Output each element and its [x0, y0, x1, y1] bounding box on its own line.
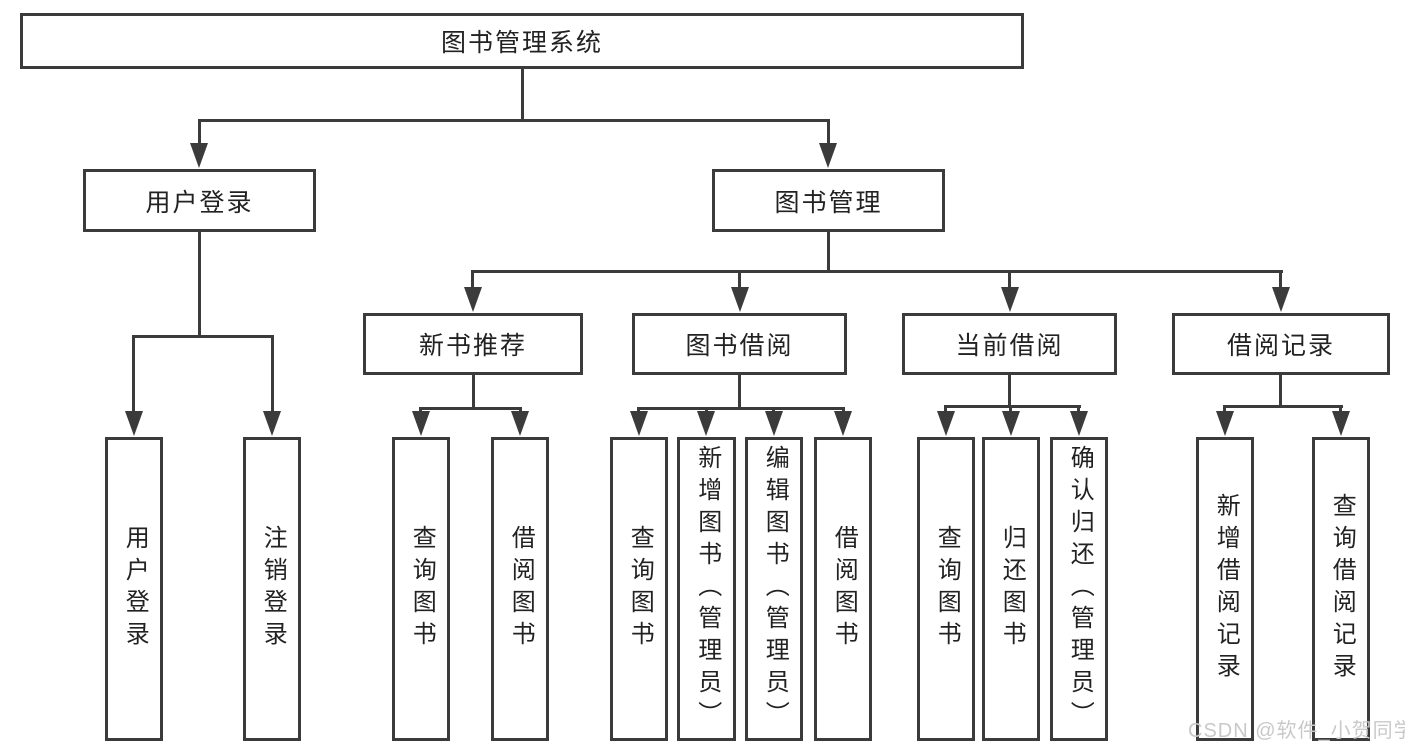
arrow-down-icon — [412, 411, 430, 436]
leaf-label: 借阅图书 — [830, 525, 858, 653]
connector-vline — [738, 375, 741, 409]
connector-vline — [1008, 375, 1011, 407]
arrow-down-icon — [765, 411, 783, 436]
node-new-book-recommend: 新书推荐 — [363, 313, 583, 375]
connector-vline — [472, 375, 475, 409]
arrow-down-icon — [1216, 411, 1234, 436]
node-borrowing-records: 借阅记录 — [1172, 313, 1390, 375]
leaf-record-query-record: 查询借阅记录 — [1312, 437, 1370, 741]
leaf-current-query-book: 查询图书 — [917, 437, 975, 741]
leaf-label: 归还图书 — [998, 525, 1026, 653]
node-label: 新书推荐 — [418, 332, 527, 360]
arrow-down-icon — [1002, 411, 1020, 436]
leaf-label: 新增借阅记录 — [1212, 493, 1240, 685]
leaf-user-login: 用户登录 — [105, 437, 163, 741]
connector-vline — [944, 405, 947, 415]
node-current-borrowing: 当前借阅 — [902, 313, 1117, 375]
connector-vline — [1279, 375, 1282, 407]
leaf-label: 查询图书 — [626, 525, 654, 653]
leaf-newrec-borrow-book: 借阅图书 — [491, 437, 549, 741]
connector-vline — [1009, 405, 1012, 415]
connector-vline — [198, 119, 201, 147]
watermark: CSDN @软件_小贺同学 — [1188, 720, 1405, 742]
leaf-label: 查询借阅记录 — [1328, 493, 1356, 685]
arrow-down-icon — [1070, 411, 1088, 436]
connector-vline — [1008, 270, 1011, 290]
connector-vline — [1077, 405, 1080, 415]
leaf-label: 新增图书（管理员） — [693, 445, 721, 733]
node-root-system: 图书管理系统 — [20, 13, 1024, 69]
node-label: 图书管理 — [774, 188, 883, 217]
connector-vline — [827, 232, 830, 272]
connector-vline — [198, 232, 201, 338]
leaf-newrec-query-book: 查询图书 — [392, 437, 450, 741]
node-label: 借阅记录 — [1226, 332, 1335, 360]
connector-vline — [1223, 405, 1226, 415]
leaf-label: 借阅图书 — [507, 525, 535, 653]
arrow-down-icon — [1001, 287, 1019, 312]
leaf-current-return-book: 归还图书 — [982, 437, 1040, 741]
leaf-label: 编辑图书（管理员） — [761, 445, 789, 733]
leaf-label: 查询图书 — [933, 525, 961, 653]
arrow-down-icon — [511, 411, 529, 436]
node-book-management: 图书管理 — [712, 169, 945, 232]
arrow-down-icon — [731, 287, 749, 312]
node-user-login: 用户登录 — [83, 169, 316, 232]
node-label: 图书管理系统 — [440, 29, 603, 57]
leaf-label: 查询图书 — [408, 525, 436, 653]
connector-vline — [132, 335, 135, 413]
connector-vline — [738, 270, 741, 290]
leaf-record-add-record: 新增借阅记录 — [1196, 437, 1254, 741]
node-label: 图书借阅 — [685, 332, 794, 360]
node-label: 当前借阅 — [955, 332, 1064, 360]
connector-vline — [521, 69, 524, 119]
leaf-borrow-query-book: 查询图书 — [610, 437, 668, 741]
arrow-down-icon — [834, 411, 852, 436]
arrow-down-icon — [697, 411, 715, 436]
connector-hline — [471, 270, 1283, 273]
connector-vline — [271, 335, 274, 413]
leaf-label: 确认归还（管理员） — [1066, 445, 1094, 733]
arrow-down-icon — [937, 411, 955, 436]
connector-hline — [1223, 405, 1343, 408]
node-label: 用户登录 — [145, 188, 254, 217]
leaf-current-confirm-return-admin: 确认归还（管理员） — [1050, 437, 1108, 741]
arrow-down-icon — [1272, 287, 1290, 312]
leaf-borrow-edit-book-admin: 编辑图书（管理员） — [745, 437, 803, 741]
connector-vline — [471, 270, 474, 290]
arrow-down-icon — [1332, 411, 1350, 436]
connector-vline — [827, 119, 830, 147]
connector-hline — [419, 407, 522, 410]
connector-hline — [944, 405, 1081, 408]
arrow-down-icon — [125, 411, 143, 436]
leaf-borrow-borrow-book: 借阅图书 — [814, 437, 872, 741]
arrow-down-icon — [190, 143, 208, 168]
leaf-label: 注销登录 — [259, 525, 287, 653]
leaf-logout-login: 注销登录 — [243, 437, 301, 741]
connector-hline — [132, 335, 274, 338]
connector-hline — [637, 407, 845, 410]
arrow-down-icon — [630, 411, 648, 436]
arrow-down-icon — [819, 143, 837, 168]
connector-vline — [1279, 270, 1282, 290]
connector-vline — [1339, 405, 1342, 415]
leaf-label: 用户登录 — [121, 525, 149, 653]
arrow-down-icon — [464, 287, 482, 312]
leaf-borrow-add-book-admin: 新增图书（管理员） — [677, 437, 736, 741]
arrow-down-icon — [263, 411, 281, 436]
connector-hline — [198, 119, 830, 122]
node-book-borrowing: 图书借阅 — [632, 313, 847, 375]
